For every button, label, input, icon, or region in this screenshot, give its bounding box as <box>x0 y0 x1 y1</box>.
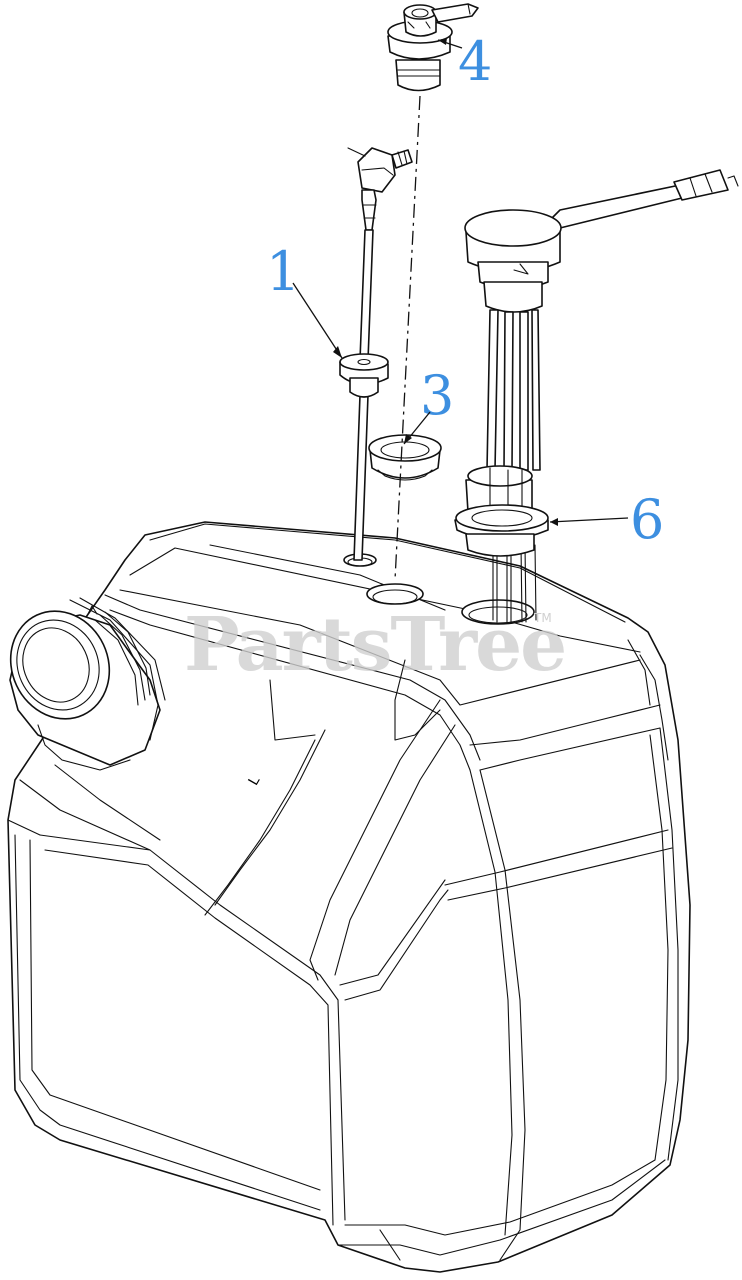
callout-6: 6 <box>549 488 664 551</box>
filler-neck <box>9 597 166 771</box>
sender-grommet <box>454 504 549 557</box>
tank-port-center-hole <box>366 583 424 605</box>
part-1-fuel-line-tube <box>339 147 413 561</box>
callout-1: 1 <box>266 240 343 359</box>
callout-1-label: 1 <box>266 240 300 303</box>
callout-3: 3 <box>403 364 454 445</box>
sender-head <box>464 209 562 313</box>
callout-4-label: 4 <box>458 30 492 93</box>
watermark-tm: TM <box>533 611 552 625</box>
tank-port-sender-hole <box>461 599 535 625</box>
assembly-center-line <box>394 95 421 581</box>
sender-tubes <box>486 309 541 623</box>
callout-4: 4 <box>437 30 492 93</box>
watermark: PartsTree TM <box>184 602 567 688</box>
fuel-tank: L <box>7 521 691 1273</box>
part-6-fuel-sender <box>454 169 739 623</box>
watermark-text: PartsTree <box>184 602 565 688</box>
callout-6-label: 6 <box>630 488 664 551</box>
part-4-rollover-valve <box>387 3 479 92</box>
part-1-grommet <box>339 353 389 398</box>
sender-cable <box>547 169 739 229</box>
